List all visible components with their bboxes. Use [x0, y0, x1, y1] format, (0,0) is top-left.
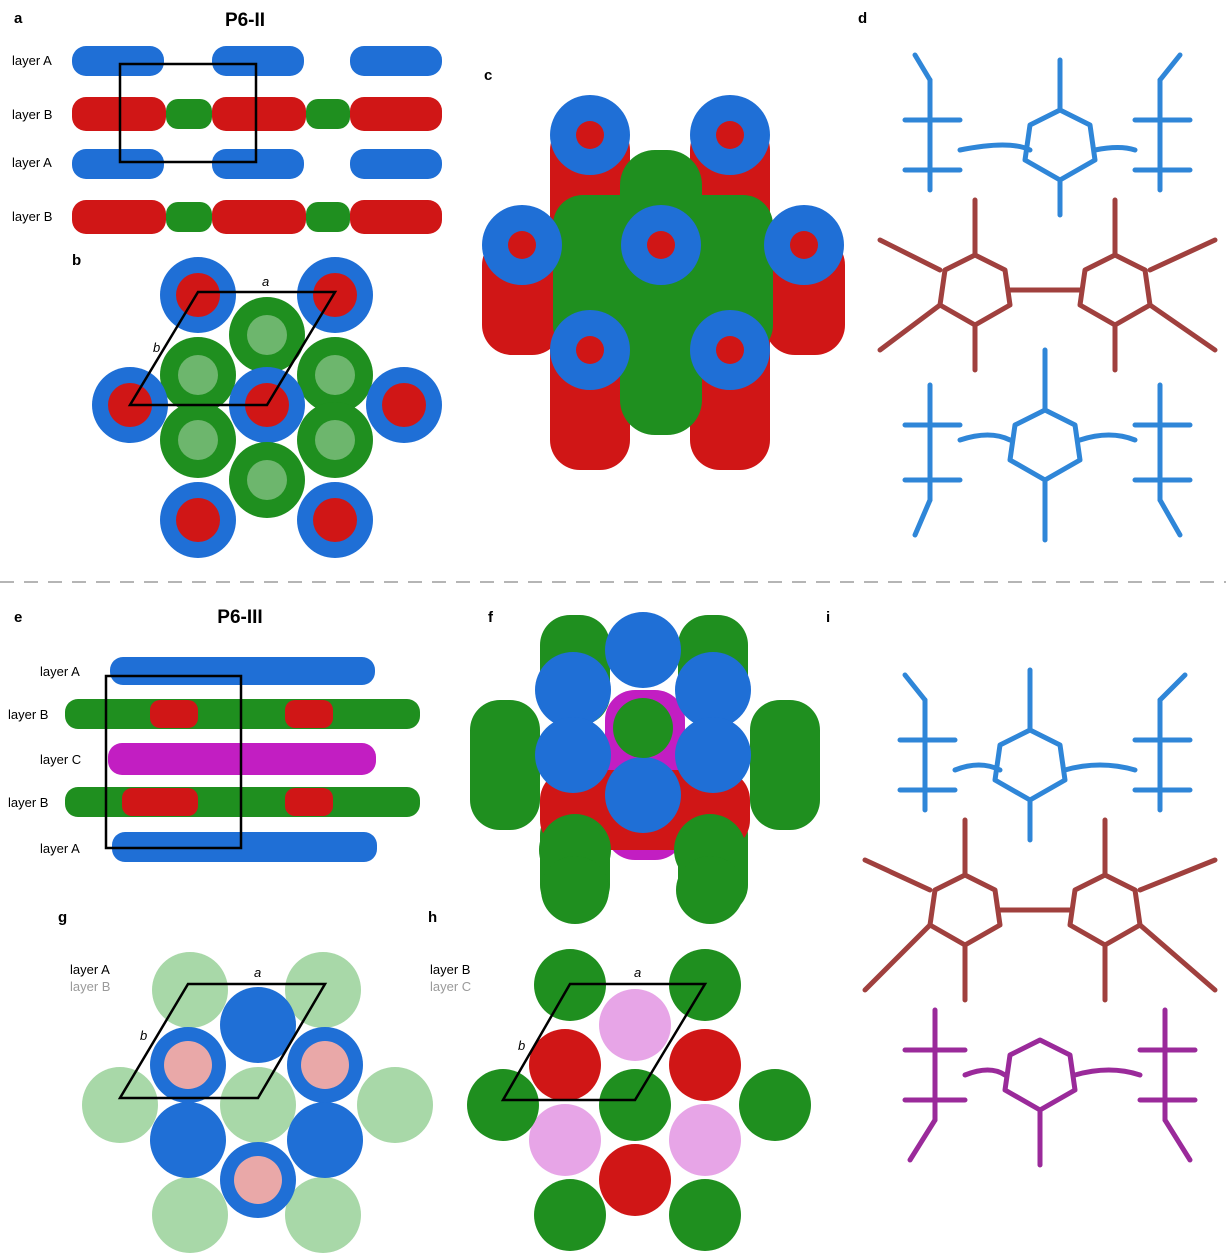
panel-letter-h: h — [428, 909, 437, 926]
panel-e-layer-label-5: layer A — [40, 841, 80, 856]
panel-b-axis-a: a — [262, 274, 269, 289]
panel-f: f — [470, 609, 820, 924]
panel-letter-c: c — [484, 67, 492, 84]
panel-h-legend-secondary: layer C — [430, 979, 471, 994]
panel-g-axis-b: b — [140, 1028, 147, 1043]
panel-letter-e: e — [14, 609, 22, 626]
panel-b-hex-packing — [92, 257, 442, 558]
panel-a-unit-cell — [118, 62, 258, 164]
panel-e-layer-label-4: layer B — [8, 795, 48, 810]
panel-e-unit-cell — [104, 674, 243, 850]
panel-b-axis-b: b — [153, 340, 160, 355]
panel-e-row-1 — [110, 657, 375, 685]
panel-a-layer-label-2: layer B — [12, 107, 52, 122]
panel-d-molecular-stack — [877, 52, 1218, 543]
panel-a-title: P6-II — [225, 10, 265, 31]
panel-c: c — [482, 67, 845, 470]
panel-h-hex-packing — [467, 949, 811, 1251]
panel-h-axis-b: b — [518, 1038, 525, 1053]
panel-b-unit-cell — [127, 290, 338, 407]
panel-h: h layer B layer C a b — [428, 909, 811, 1251]
panel-b: b a b — [72, 252, 442, 558]
panel-i: i — [826, 609, 1218, 1168]
panel-i-molecular-stack — [862, 667, 1218, 1168]
panel-e-layer-label-1: layer A — [40, 664, 80, 679]
panel-f-column-stack — [470, 612, 820, 924]
panel-a-row-1 — [72, 46, 442, 76]
panel-a-row-3 — [72, 149, 442, 179]
panel-letter-f: f — [488, 609, 494, 626]
panel-letter-i: i — [826, 609, 830, 626]
panel-e-layer-label-3: layer C — [40, 752, 81, 767]
panel-e-title: P6-III — [217, 607, 262, 628]
panel-letter-a: a — [14, 10, 23, 27]
panel-e-layer-label-2: layer B — [8, 707, 48, 722]
panel-g-unit-cell — [117, 982, 328, 1100]
panel-g-hex-packing — [82, 952, 433, 1253]
panel-g: g layer A layer B a b — [58, 909, 433, 1253]
panel-g-legend-primary: layer A — [70, 962, 110, 977]
panel-h-legend-primary: layer B — [430, 962, 470, 977]
panel-a-row-4 — [72, 200, 442, 234]
panel-letter-g: g — [58, 909, 67, 926]
panel-g-legend-secondary: layer B — [70, 979, 110, 994]
panel-h-axis-a: a — [634, 965, 641, 980]
panel-a-layer-label-1: layer A — [12, 53, 52, 68]
panel-letter-b: b — [72, 252, 81, 269]
panel-e-row-4 — [65, 787, 420, 817]
panel-e-row-5 — [112, 832, 377, 862]
panel-e: e P6-III layer A layer B layer C layer B… — [8, 607, 420, 862]
panel-h-unit-cell — [500, 982, 708, 1102]
panel-letter-d: d — [858, 10, 867, 27]
panel-c-column-stack — [482, 95, 845, 470]
panel-a-layer-label-3: layer A — [12, 155, 52, 170]
panel-a-layer-label-4: layer B — [12, 209, 52, 224]
panel-a: a P6-II layer A layer B layer A layer B — [12, 10, 442, 234]
panel-e-row-2 — [65, 699, 420, 729]
panel-d: d — [858, 10, 1218, 543]
panel-g-axis-a: a — [254, 965, 261, 980]
